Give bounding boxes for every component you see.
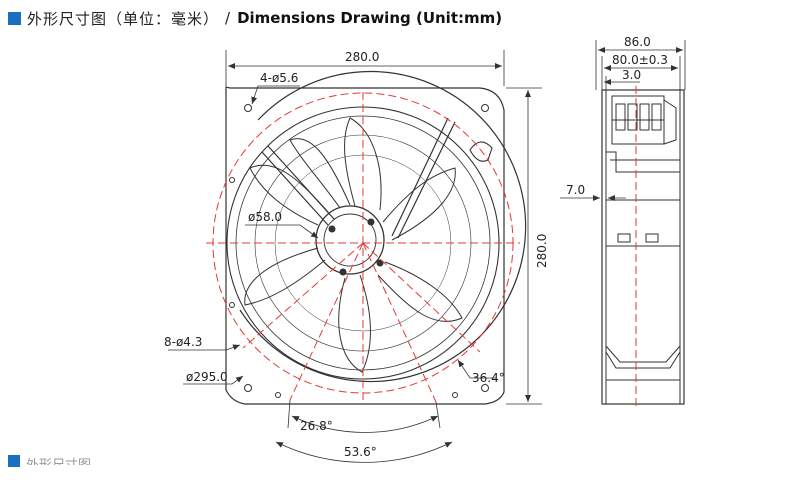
angle-outer-label: 53.6° <box>344 445 377 459</box>
side-dimensions <box>560 40 686 201</box>
hub <box>315 205 385 275</box>
title-english: Dimensions Drawing (Unit:mm) <box>237 9 503 27</box>
centerlines <box>206 92 520 405</box>
bottom-holes-callout: 8-ø4.3 <box>164 335 202 349</box>
hub-screw <box>367 218 375 226</box>
front-dimensions <box>168 50 542 463</box>
next-section-header: 外形尺寸图 <box>8 455 91 467</box>
top-holes-callout: 4-ø5.6 <box>260 71 298 85</box>
outer-housing <box>239 70 527 383</box>
mounting-hole <box>244 384 252 392</box>
mounting-hole <box>481 384 489 392</box>
next-header-bullet <box>8 455 20 467</box>
side-body <box>601 89 685 405</box>
title-separator: / <box>225 9 232 27</box>
hub-screw <box>328 225 336 233</box>
side-offset: 7.0 <box>566 183 585 197</box>
side-depth-frame: 80.0±0.3 <box>612 53 668 67</box>
outer-diameter-callout: ø295.0 <box>186 370 228 384</box>
mounting-hole <box>244 104 252 112</box>
title-chinese: 外形尺寸图（单位：毫米） <box>27 9 220 28</box>
front-view <box>225 70 527 405</box>
cable-boss <box>469 141 493 162</box>
support-strut <box>391 117 456 239</box>
mounting-circle <box>212 92 514 394</box>
header-bullet <box>8 11 21 25</box>
section-header: 外形尺寸图（单位：毫米） / Dimensions Drawing (Unit:… <box>8 6 502 30</box>
width-dimension: 280.0 <box>345 50 379 64</box>
side-flange: 3.0 <box>622 68 641 82</box>
next-header-text: 外形尺寸图 <box>26 457 91 465</box>
height-dimension: 280.0 <box>535 234 549 268</box>
mounting-hole <box>481 104 489 112</box>
hub-diameter-callout: ø58.0 <box>248 210 282 224</box>
hub-screw <box>339 268 347 276</box>
fan-frame-outline <box>225 86 505 405</box>
side-view <box>601 89 685 405</box>
support-strut <box>261 145 335 226</box>
hub-screw <box>376 259 384 267</box>
angle-right-label: 36.4° <box>472 371 505 385</box>
side-depth-total: 86.0 <box>624 35 651 49</box>
angle-inner-label: 26.8° <box>300 419 333 433</box>
